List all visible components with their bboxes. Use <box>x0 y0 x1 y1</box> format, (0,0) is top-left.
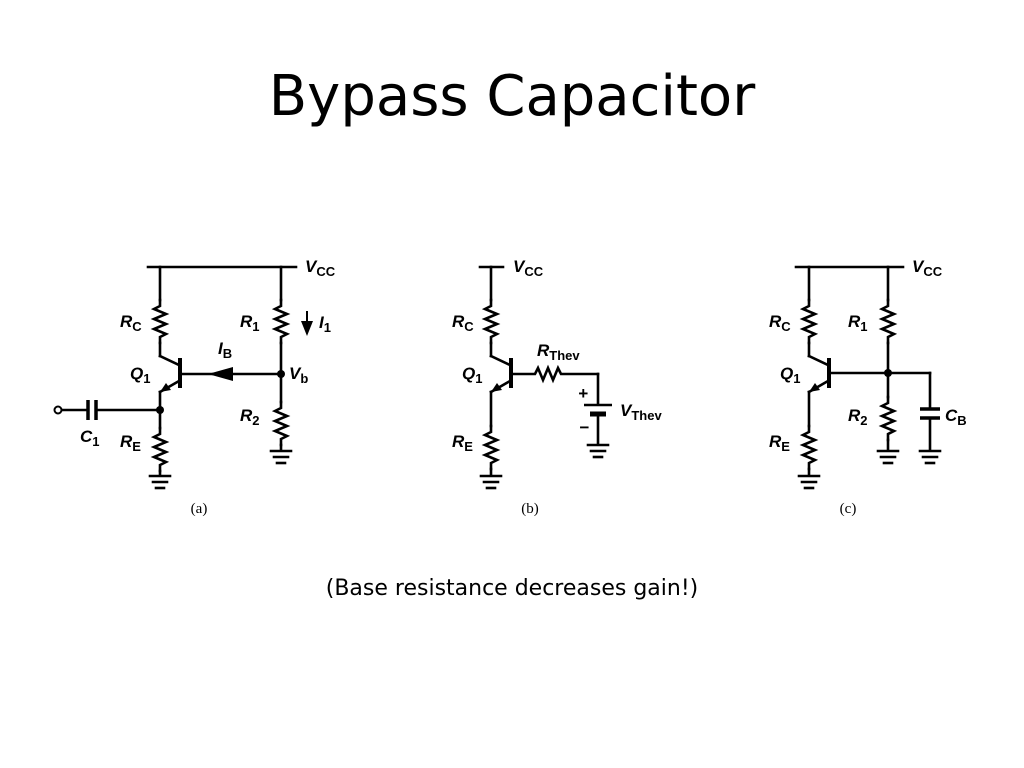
rc-label: RC <box>452 312 474 334</box>
slide-title: Bypass Capacitor <box>268 64 756 129</box>
resistor-r2 <box>880 395 896 442</box>
rthev-label: RThev <box>537 341 580 363</box>
c1-label: C1 <box>80 427 100 449</box>
ground-symbol <box>479 474 503 490</box>
vcc-label: VCC <box>513 257 544 279</box>
q1-label: Q1 <box>780 364 800 386</box>
ib-label: IB <box>218 339 232 361</box>
cb-label: CB <box>945 406 967 428</box>
vcc-label: VCC <box>912 257 943 279</box>
resistor-r2 <box>273 400 289 447</box>
re-label: RE <box>452 432 473 454</box>
ground-symbol <box>797 474 821 490</box>
q1-label: Q1 <box>462 364 482 386</box>
caption-b: (b) <box>521 501 539 517</box>
resistor-re <box>152 426 168 473</box>
resistor-rc <box>483 298 499 345</box>
resistor-r1 <box>880 298 896 345</box>
q1-label: Q1 <box>130 364 150 386</box>
circuit-b: VCC RC RThev Q1 + − VThev RE (b) <box>452 257 662 517</box>
circuit-c: VCC RC R1 Q1 R2 CB RE (c) <box>769 257 967 517</box>
input-terminal <box>53 405 63 415</box>
ib-arrow <box>208 367 233 381</box>
resistor-r1 <box>273 298 289 345</box>
resistor-re <box>483 424 499 471</box>
resistor-rthev <box>511 364 600 384</box>
re-label: RE <box>769 432 790 454</box>
r1-label: R1 <box>240 312 260 334</box>
caption-c: (c) <box>840 501 857 517</box>
r1-label: R1 <box>848 312 868 334</box>
resistor-rc <box>801 298 817 345</box>
caption-a: (a) <box>191 501 208 517</box>
r2-label: R2 <box>848 406 868 428</box>
plus-label: + <box>578 384 588 403</box>
vb-label: Vb <box>289 364 308 386</box>
i1-label: I1 <box>319 313 331 335</box>
i1-arrow <box>301 321 313 336</box>
ground-symbol <box>148 474 172 490</box>
resistor-rc <box>152 298 168 345</box>
rc-label: RC <box>120 312 142 334</box>
slide-caption: (Base resistance decreases gain!) <box>325 576 699 601</box>
re-label: RE <box>120 432 141 454</box>
vthev-label: VThev <box>620 401 662 423</box>
resistor-re <box>801 424 817 471</box>
circuit-a: VCC RC R1 I1 IB Q1 Vb R2 C1 RE (a) <box>53 257 336 517</box>
vcc-label: VCC <box>305 257 336 279</box>
rc-label: RC <box>769 312 791 334</box>
r2-label: R2 <box>240 406 260 428</box>
minus-label: − <box>579 418 589 437</box>
